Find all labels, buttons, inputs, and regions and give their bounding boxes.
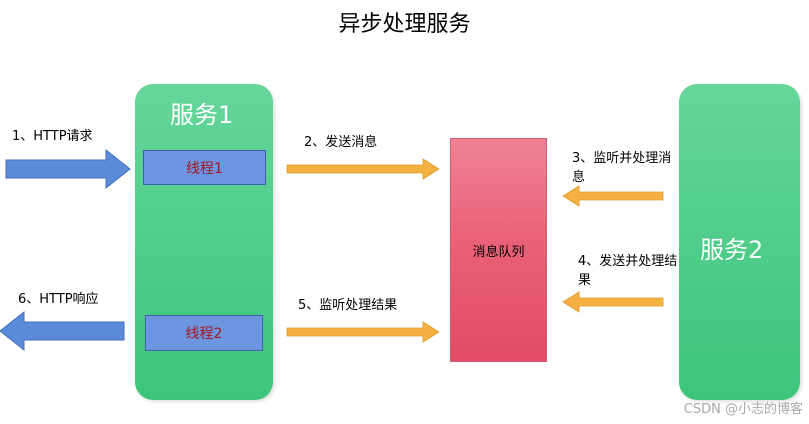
http-request-arrow	[5, 148, 131, 190]
step-1-label: 1、HTTP请求	[12, 129, 93, 144]
listen-process-arrow	[562, 185, 664, 207]
step-4-label: 4、发送并处理结果	[578, 254, 678, 288]
step-6-label: 6、HTTP响应	[18, 292, 99, 307]
step-2-label: 2、发送消息	[304, 135, 378, 150]
thread-1-box: 线程1	[143, 150, 266, 185]
step-5-label: 5、监听处理结果	[298, 298, 398, 313]
watermark: CSDN @小志的博客	[683, 402, 803, 417]
message-queue-label: 消息队列	[472, 244, 525, 260]
listen-result-arrow	[286, 321, 440, 343]
step-3-label: 3、监听并处理消息	[572, 151, 672, 185]
diagram-title: 异步处理服务	[338, 12, 471, 37]
thread-2-box: 线程2	[145, 315, 263, 351]
http-response-arrow	[0, 310, 125, 352]
send-message-arrow	[286, 158, 440, 180]
service-2-box	[679, 84, 800, 400]
service-2-label: 服务2	[700, 236, 764, 264]
message-queue-box: 消息队列	[450, 138, 547, 362]
service-1-label: 服务1	[170, 101, 234, 129]
send-result-arrow	[562, 291, 664, 313]
service-1-box	[135, 84, 273, 400]
